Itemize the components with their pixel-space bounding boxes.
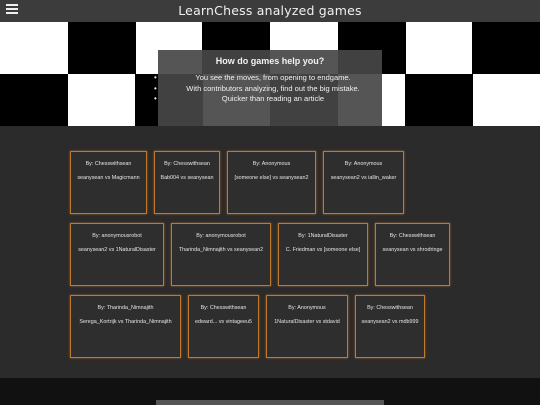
game-card[interactable]: By: Chesswithsean Bab004 vs seanysean — [154, 151, 220, 214]
game-card[interactable]: By: Anonymous 1NaturalDisaster vs stdavi… — [266, 295, 348, 358]
game-author: By: 1NaturalDisaster — [298, 233, 348, 239]
games-grid: By: Chesswithsean seanysean vs Magicmann… — [0, 126, 540, 378]
chessboard-hero: How do games help you? •You see the move… — [0, 22, 540, 126]
game-author: By: Chesswithsean — [389, 233, 436, 239]
game-author: By: Tharinda_Nimnajith — [97, 305, 154, 311]
footer — [0, 378, 540, 405]
game-author: By: Anonymous — [288, 305, 326, 311]
game-players: seanysean vs shrodringe — [382, 247, 443, 253]
game-card[interactable]: By: anonymousrobot seanysean2 vs 1Natura… — [70, 223, 164, 286]
info-list: •You see the moves, from opening to endg… — [154, 73, 382, 105]
board-square — [0, 74, 68, 126]
game-card[interactable]: By: Tharinda_Nimnajith Serega_Kortrijk v… — [70, 295, 181, 358]
game-players: Tharinda_Nimnajith vs seanysean2 — [178, 247, 264, 253]
hamburger-menu-icon[interactable] — [6, 4, 18, 16]
game-card[interactable]: By: Anonymous seanysean2 vs iallin_waker — [323, 151, 404, 214]
game-players: edward... vs vintageeu5 — [195, 319, 252, 325]
board-square — [472, 22, 540, 74]
game-card[interactable]: By: Chesswithsean seanysean2 vs mdb999 — [355, 295, 425, 358]
game-players: 1NaturalDisaster vs stdavid — [274, 319, 340, 325]
info-point: •With contributors analyzing, find out t… — [154, 83, 360, 93]
game-author: By: Chesswithsean — [367, 305, 413, 311]
game-card[interactable]: By: Chesswithsean seanysean vs Magicmann — [70, 151, 147, 214]
game-players: seanysean2 vs iallin_waker — [330, 175, 397, 181]
bullet-icon: • — [154, 73, 157, 82]
game-card[interactable]: By: Chesswithsean edward... vs vintageeu… — [188, 295, 259, 358]
game-card[interactable]: By: 1NaturalDisaster C. Friedman vs [som… — [278, 223, 368, 286]
bullet-icon: • — [154, 83, 157, 93]
game-author: By: Chesswithsean — [85, 161, 132, 167]
top-app-bar: LearnChess analyzed games — [0, 0, 540, 22]
board-square — [68, 22, 136, 74]
info-panel: How do games help you? •You see the move… — [154, 50, 382, 126]
game-players: Serega_Kortrijk vs Tharinda_Nimnajith — [79, 319, 172, 325]
game-author: By: Chesswithsean — [200, 305, 247, 311]
game-author: By: anonymousrobot — [196, 233, 246, 239]
bullet-icon: • — [154, 94, 157, 103]
game-author: By: Anonymous — [344, 161, 383, 167]
game-author: By: Chesswithsean — [164, 161, 210, 167]
game-card[interactable]: By: Chesswithsean seanysean vs shrodring… — [375, 223, 450, 286]
game-players: seanysean2 vs 1NaturalDisaster — [78, 247, 156, 253]
info-heading: How do games help you? — [215, 56, 325, 66]
app-title: LearnChess analyzed games — [178, 3, 362, 18]
footer-bar — [156, 400, 384, 405]
info-point: •You see the moves, from opening to endg… — [154, 73, 351, 82]
game-players: Bab004 vs seanysean — [160, 175, 214, 181]
game-card[interactable]: By: Anonymous [someone else] vs seanysea… — [227, 151, 316, 214]
info-point: •Quicker than reading an article — [154, 94, 325, 103]
board-square — [405, 74, 473, 126]
game-author: By: Anonymous — [252, 161, 291, 167]
game-card[interactable]: By: anonymousrobot Tharinda_Nimnajith vs… — [171, 223, 271, 286]
game-players: [someone else] vs seanysean2 — [234, 175, 309, 181]
game-players: seanysean2 vs mdb999 — [361, 319, 419, 325]
game-players: seanysean vs Magicmann — [77, 175, 140, 181]
game-players: C. Friedman vs [someone else] — [285, 247, 361, 253]
game-author: By: anonymousrobot — [92, 233, 142, 239]
